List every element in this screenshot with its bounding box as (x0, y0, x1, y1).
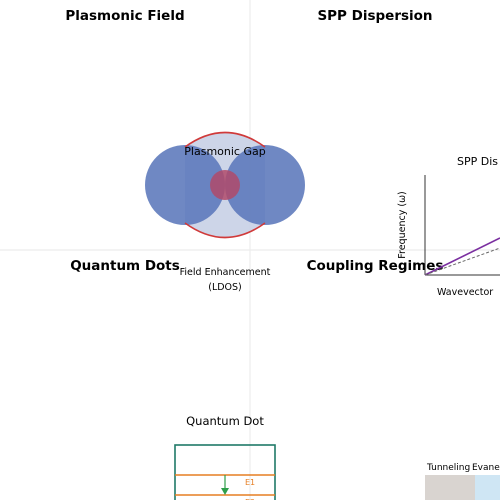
evanescent-band (475, 475, 500, 500)
quantum-dot-box (174, 444, 276, 500)
nanoparticle-right (225, 145, 305, 225)
nanoparticle-left (145, 145, 225, 225)
level-label-e2: E2 (245, 498, 255, 500)
spp-y-axis-label: Frequency (ω) (397, 191, 408, 258)
quantum-dot-title: Quantum Dot (186, 414, 264, 428)
tunneling-label: Tunneling (426, 463, 470, 473)
field-line-top (184, 131, 266, 148)
field-enhancement-label: Field Enhancement (180, 267, 271, 278)
tunneling-band (425, 475, 475, 500)
panel-title-coupling-regimes: Coupling Regimes (307, 258, 444, 274)
transition-arrow-head (221, 488, 229, 495)
field-line-bottom (184, 222, 266, 239)
panel-title-plasmonic-field: Plasmonic Field (65, 8, 184, 24)
ldos-label: (LDOS) (208, 282, 242, 293)
spp-inset-title: SPP Dis (457, 155, 498, 168)
level-label-e1: E1 (245, 478, 255, 487)
plasmonic-dimer (145, 131, 305, 239)
panel-title-quantum-dots: Quantum Dots (70, 258, 180, 274)
evanescent-label: Evane (472, 463, 500, 473)
light-line (424, 247, 500, 276)
field-hotspot (210, 170, 240, 200)
spp-dispersion-curve (424, 237, 500, 276)
spp-x-axis-label: Wavevector (437, 287, 493, 298)
panel-title-spp-dispersion: SPP Dispersion (317, 8, 432, 24)
plasmonic-gap-label: Plasmonic Gap (184, 145, 265, 158)
